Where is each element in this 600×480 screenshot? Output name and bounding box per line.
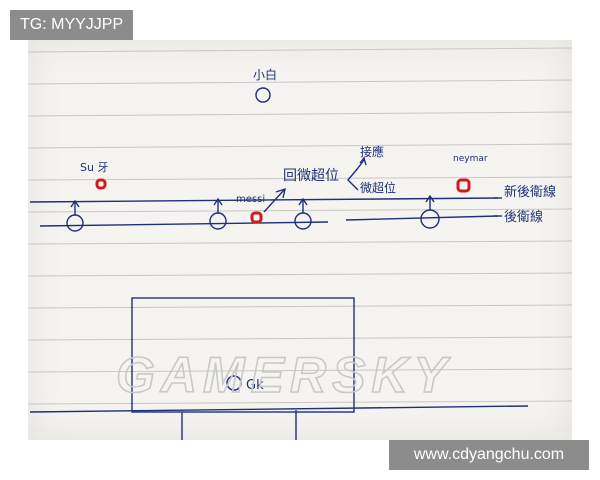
defender-4 — [420, 194, 440, 229]
note-bracket — [347, 167, 359, 191]
ink-drawing — [29, 87, 529, 440]
defensive-line-left — [39, 221, 329, 227]
defender-2 — [209, 197, 227, 230]
new-defensive-line — [29, 197, 499, 203]
note-main-label: 回微超位 — [283, 168, 339, 184]
tactics-sketch: 小白 Su 牙 messi 回微超位 接應 微超位 neymar 新後衛線 後衛… — [28, 47, 572, 440]
new-defensive-line-label: 新後衛線 — [504, 184, 556, 200]
defender-3 — [294, 197, 312, 230]
goal-line — [29, 405, 529, 413]
defensive-line-label: 後衛線 — [504, 209, 543, 225]
gamersky-watermark: GAMERSKY — [116, 347, 453, 403]
notebook-photo: 小白 Su 牙 messi 回微超位 接應 微超位 neymar 新後衛線 後衛… — [28, 40, 572, 440]
neymar-label: neymar — [453, 154, 488, 164]
note-upper-label: 接應 — [360, 144, 384, 159]
messi-label: messi — [236, 194, 265, 205]
website-tag: www.cdyangchu.com — [389, 440, 589, 470]
top-player-marker — [255, 87, 271, 103]
defender-1 — [66, 199, 84, 232]
defensive-line-right — [345, 215, 499, 221]
su-marker — [95, 178, 107, 190]
top-player-label: 小白 — [253, 67, 277, 82]
neymar-marker — [456, 178, 471, 193]
messi-arrow — [263, 189, 285, 213]
goalkeeper-label: Gk — [246, 378, 264, 393]
attacker-markers — [95, 178, 471, 224]
goalkeeper-marker — [226, 375, 242, 391]
penalty-box — [131, 297, 355, 413]
su-label: Su 牙 — [80, 161, 108, 174]
source-tag: TG: MYYJJPP — [10, 10, 134, 40]
note-lower-label: 微超位 — [360, 180, 396, 195]
messi-marker — [250, 211, 263, 224]
ruled-lines — [28, 47, 572, 405]
